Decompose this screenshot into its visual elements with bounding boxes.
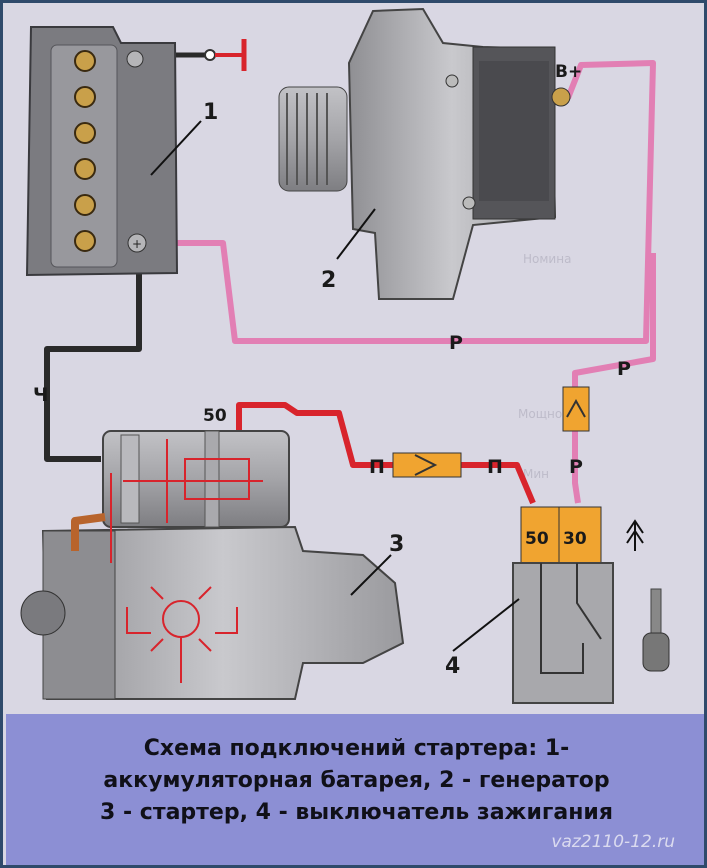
generator-number: 2	[321, 268, 336, 293]
caption-line-3: 3 - стартер, 4 - выключатель зажигания	[100, 800, 613, 825]
antenna-symbol-icon	[626, 519, 644, 551]
leader-switch	[452, 598, 520, 652]
wire-switch-50	[461, 462, 536, 505]
wire-label-p2: Р	[617, 358, 631, 380]
caption-line-1: Схема подключений стартера: 1-	[143, 736, 570, 761]
svg-text:+: +	[132, 237, 142, 251]
wire-label-pi1: П	[369, 456, 385, 478]
switch-terminal-50: 50	[525, 529, 549, 549]
wire-starter-50	[236, 402, 393, 468]
watermark: vaz2110-12.ru	[551, 832, 675, 852]
leader-battery	[150, 120, 202, 176]
generator-pulley	[286, 93, 328, 185]
wire-label-ch: Ч	[33, 384, 48, 406]
wire-label-p3: Р	[569, 456, 583, 478]
battery-number: 1	[203, 100, 218, 125]
connector-pink	[562, 386, 590, 432]
key-icon	[642, 588, 670, 672]
wire-fuse-to-switch	[572, 431, 581, 504]
leader-generator	[336, 208, 376, 260]
battery-minus-terminal	[126, 50, 144, 68]
caption-panel: Схема подключений стартера: 1- аккумулят…	[6, 714, 704, 865]
wire-to-switch-30	[572, 253, 656, 395]
starter-internal-circuit	[110, 439, 263, 683]
caption-line-2: аккумуляторная батарея, 2 - генератор	[103, 768, 610, 793]
wire-ground-black	[44, 247, 142, 462]
starter	[20, 430, 405, 700]
leader-starter	[350, 554, 392, 596]
generator-b-plus-terminal	[551, 87, 571, 107]
wire-label-pi2: П	[487, 456, 503, 478]
starter-number: 3	[389, 532, 404, 557]
switch-terminal-30: 30	[563, 529, 587, 549]
switch-number: 4	[445, 654, 460, 679]
connector-red	[392, 452, 462, 478]
wiring-diagram: Тип Номина Мощность Мин	[20, 7, 670, 704]
battery: +	[25, 26, 179, 277]
terminal-50-starter-label: 50	[203, 406, 227, 426]
battery-cell-caps	[74, 50, 96, 252]
wire-battery-to-generator	[151, 60, 656, 344]
battery-plus-terminal	[127, 233, 147, 253]
svg-text:Номина: Номина	[523, 252, 571, 266]
generator	[278, 7, 571, 300]
ground-symbol	[204, 39, 247, 71]
ignition-switch	[512, 506, 614, 704]
svg-text:Мин: Мин	[523, 467, 549, 481]
terminal-b-plus-label: В+	[555, 62, 582, 82]
wire-label-p1: Р	[449, 332, 463, 354]
